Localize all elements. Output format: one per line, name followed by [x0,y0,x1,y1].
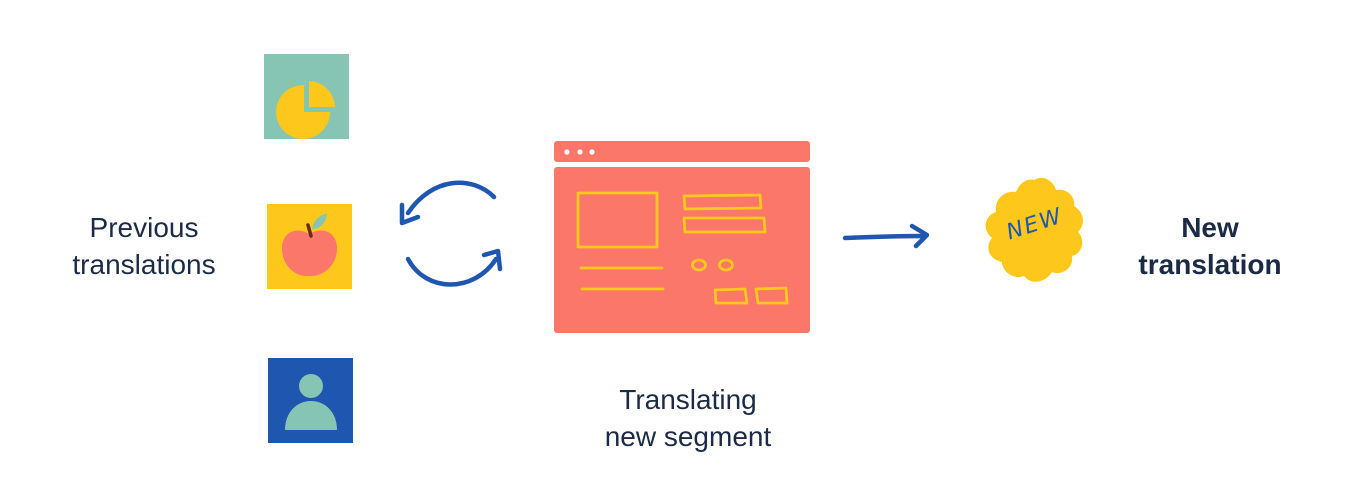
previous-translations-line1: Previous [89,212,199,243]
pie-chart-icon [276,81,335,139]
new-translation-line1: New [1181,212,1239,243]
previous-translations-line2: translations [72,249,216,280]
cycle-arrows-icon [399,180,503,287]
browser-window-icon [554,141,810,333]
new-translation-line2: translation [1138,249,1282,280]
previous-translations-label: Previous translations [44,209,244,283]
translating-line2: new segment [604,421,772,452]
new-translation-label: New translation [1115,209,1305,283]
arrow-right [840,220,935,255]
apple-icon [281,214,338,277]
browser-window [554,141,812,335]
arrow-right-icon [842,223,930,249]
apple-tile [267,204,352,289]
cycle-arrows [380,165,520,305]
person-icon [285,374,337,430]
person-tile [268,358,353,443]
translating-line1: Translating [619,384,757,415]
new-badge-icon [985,177,1083,282]
new-badge: NEW [972,172,1097,292]
pie-chart-tile [264,54,349,139]
translating-new-segment-label: Translating new segment [583,381,793,455]
